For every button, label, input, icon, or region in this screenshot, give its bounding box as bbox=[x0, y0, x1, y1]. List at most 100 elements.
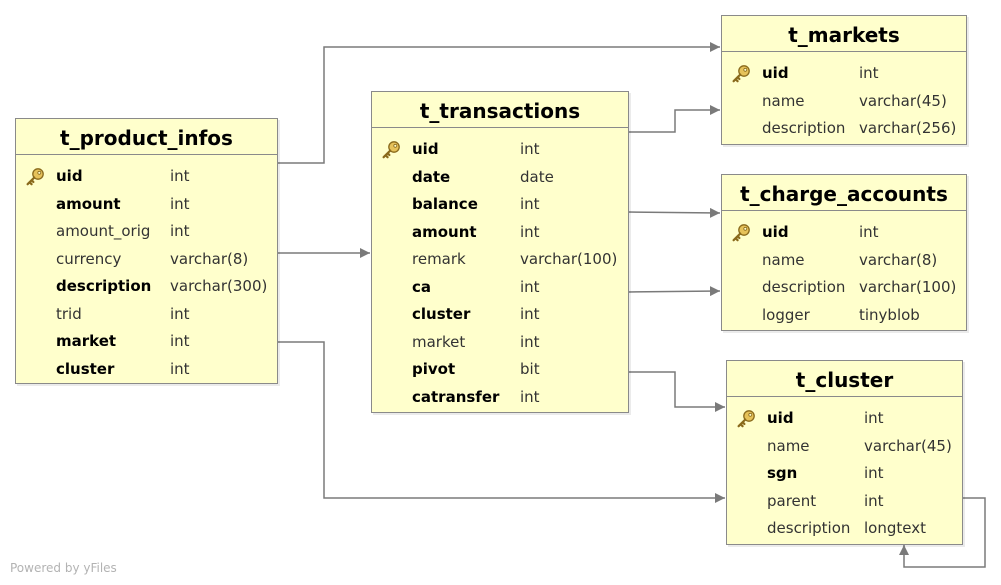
column-type: int bbox=[520, 277, 540, 296]
key-icon bbox=[736, 409, 756, 429]
column-type: varchar(8) bbox=[170, 249, 249, 268]
column-type: bit bbox=[520, 360, 540, 378]
column-row[interactable]: date date bbox=[372, 164, 628, 192]
column-type: int bbox=[520, 140, 540, 158]
column-row[interactable]: cluster int bbox=[372, 301, 628, 329]
column-row[interactable]: uid int bbox=[372, 136, 628, 164]
column-name: name bbox=[762, 250, 805, 269]
column-type: int bbox=[170, 359, 190, 378]
column-type: int bbox=[170, 194, 190, 213]
column-name: description bbox=[762, 119, 846, 137]
column-type: varchar(8) bbox=[859, 250, 938, 269]
column-type: date bbox=[520, 167, 554, 186]
column-type: int bbox=[170, 167, 190, 185]
column-row[interactable]: description varchar(300) bbox=[16, 273, 277, 301]
column-row[interactable]: name varchar(45) bbox=[722, 88, 966, 116]
column-name: market bbox=[412, 332, 466, 351]
relation-transactions-to-markets bbox=[628, 105, 720, 133]
column-name: catransfer bbox=[412, 387, 500, 406]
column-type: int bbox=[170, 304, 190, 323]
relation-transactions-to-charge-accounts-1 bbox=[627, 207, 721, 218]
column-row[interactable]: ca int bbox=[372, 274, 628, 302]
column-type: int bbox=[520, 305, 540, 323]
column-row[interactable]: pivot bit bbox=[372, 356, 628, 384]
key-icon bbox=[25, 167, 45, 187]
column-name: description bbox=[767, 519, 851, 537]
table-title: t_cluster bbox=[727, 361, 962, 397]
column-name: market bbox=[56, 332, 117, 350]
column-type: varchar(300) bbox=[170, 277, 268, 295]
column-type: varchar(45) bbox=[859, 91, 947, 110]
column-name: description bbox=[56, 277, 152, 295]
column-row[interactable]: uid int bbox=[722, 60, 966, 88]
column-name: parent bbox=[767, 491, 817, 510]
column-name: cluster bbox=[56, 359, 115, 378]
column-type: int bbox=[859, 223, 879, 241]
column-row[interactable]: balance int bbox=[372, 191, 628, 219]
column-type: int bbox=[170, 332, 190, 350]
column-row[interactable]: name varchar(8) bbox=[722, 247, 966, 275]
column-name: amount_orig bbox=[56, 222, 151, 240]
column-type: tinyblob bbox=[859, 305, 920, 324]
relation-transactions-to-charge-accounts-2 bbox=[627, 286, 721, 297]
table-t-product-infos[interactable]: t_product_infos uid int amount int amount_or… bbox=[15, 118, 278, 384]
column-name: amount bbox=[56, 194, 121, 213]
column-type: varchar(100) bbox=[520, 250, 618, 268]
table-t-transactions[interactable]: t_transactions uid int date date balance int a… bbox=[371, 91, 629, 413]
key-icon bbox=[731, 223, 751, 243]
table-title: t_transactions bbox=[372, 92, 628, 128]
column-name: currency bbox=[56, 249, 122, 268]
column-row[interactable]: sgn int bbox=[727, 460, 962, 488]
column-name: logger bbox=[762, 305, 810, 324]
column-type: int bbox=[859, 64, 879, 82]
column-name: sgn bbox=[767, 464, 798, 482]
column-name: date bbox=[412, 167, 451, 186]
column-type: int bbox=[864, 491, 884, 510]
column-name: uid bbox=[762, 223, 789, 241]
column-row[interactable]: uid int bbox=[722, 219, 966, 247]
column-name: amount bbox=[412, 222, 477, 241]
column-row[interactable]: market int bbox=[16, 328, 277, 356]
column-type: int bbox=[864, 464, 884, 482]
column-row[interactable]: currency varchar(8) bbox=[16, 246, 277, 274]
column-row[interactable]: amount int bbox=[16, 191, 277, 219]
column-name: cluster bbox=[412, 305, 471, 323]
column-row[interactable]: description longtext bbox=[727, 515, 962, 543]
column-row[interactable]: logger tinyblob bbox=[722, 302, 966, 330]
column-name: uid bbox=[56, 167, 83, 185]
column-type: int bbox=[520, 195, 540, 213]
table-title: t_product_infos bbox=[16, 119, 277, 155]
column-row[interactable]: parent int bbox=[727, 488, 962, 516]
key-icon bbox=[731, 64, 751, 84]
column-name: name bbox=[762, 91, 805, 110]
column-name: uid bbox=[412, 140, 439, 158]
column-type: varchar(45) bbox=[864, 436, 952, 455]
column-type: int bbox=[864, 409, 884, 427]
column-name: uid bbox=[762, 64, 789, 82]
table-t-charge-accounts[interactable]: t_charge_accounts uid int name varchar(8) de… bbox=[721, 174, 967, 331]
column-name: ca bbox=[412, 277, 432, 296]
column-row[interactable]: cluster int bbox=[16, 356, 277, 384]
column-name: pivot bbox=[412, 360, 456, 378]
column-type: longtext bbox=[864, 519, 926, 537]
key-icon bbox=[381, 140, 401, 160]
table-title: t_charge_accounts bbox=[722, 175, 966, 211]
column-name: balance bbox=[412, 195, 478, 213]
column-row[interactable]: uid int bbox=[16, 163, 277, 191]
